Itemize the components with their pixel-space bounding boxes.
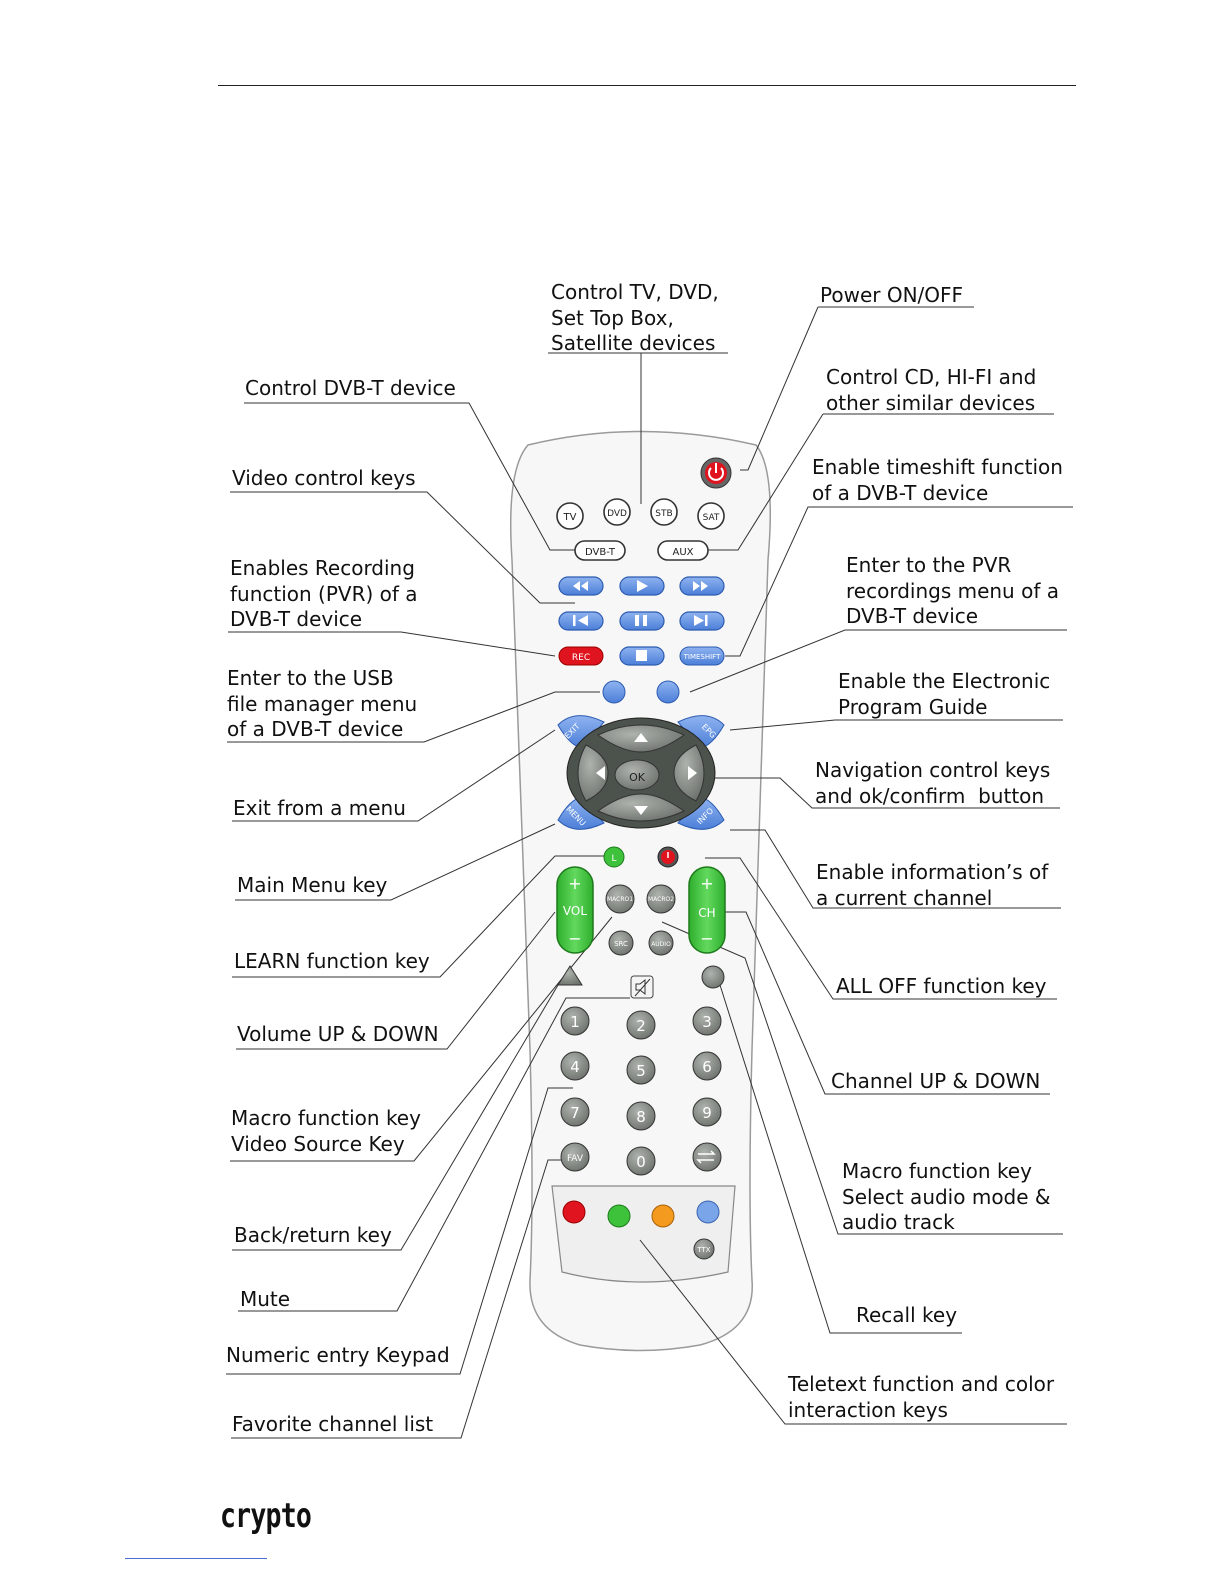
callout-favorite: Favorite channel list xyxy=(232,1412,434,1436)
header-rule xyxy=(218,85,1076,86)
callout-macro-audio: Macro function key Select audio mode & a… xyxy=(842,1159,1051,1234)
callout-control-tv: Control TV, DVD, Set Top Box, Satellite … xyxy=(551,280,719,355)
callout-macro-video: Macro function key Video Source Key xyxy=(231,1106,421,1156)
callout-power: Power ON/OFF xyxy=(820,283,964,307)
callout-epg: Enable the Electronic Program Guide xyxy=(838,669,1051,719)
learn-key[interactable]: L xyxy=(611,854,616,864)
footer-link-line xyxy=(125,1558,267,1559)
callout-exit: Exit from a menu xyxy=(233,796,406,820)
callout-channel: Channel UP & DOWN xyxy=(831,1069,1041,1093)
callout-control-dvbt: Control DVB-T device xyxy=(245,376,456,400)
callout-usb: Enter to the USB file manager menu of a … xyxy=(227,666,418,741)
sat-key[interactable]: SAT xyxy=(703,513,720,523)
rec-key[interactable]: REC xyxy=(572,653,590,663)
callout-back: Back/return key xyxy=(234,1223,392,1247)
callout-recall: Recall key xyxy=(856,1303,958,1327)
vol-label: VOL xyxy=(563,904,587,918)
digit-5-key[interactable]: 5 xyxy=(636,1062,646,1080)
numeric-keypad xyxy=(560,1006,722,1176)
callout-timeshift: Enable timeshift function of a DVB-T dev… xyxy=(812,455,1063,505)
callout-info: Enable information’s of a current channe… xyxy=(816,860,1049,910)
callout-teletext: Teletext function and color interaction … xyxy=(788,1372,1055,1422)
volume-up-key[interactable]: + xyxy=(568,874,581,893)
macro2-key[interactable]: MACRO2 xyxy=(648,896,674,903)
blue-key[interactable] xyxy=(696,1200,720,1224)
digit-2-key[interactable]: 2 xyxy=(636,1017,646,1035)
dvd-key[interactable]: DVD xyxy=(607,509,627,519)
nav-cluster: EXIT EPG MENU INFO OK xyxy=(557,715,725,830)
tv-key[interactable]: TV xyxy=(563,512,577,523)
digit-9-key[interactable]: 9 xyxy=(702,1104,712,1122)
pvr-key[interactable] xyxy=(656,680,680,704)
channel-up-key[interactable]: + xyxy=(700,874,713,893)
digit-7-key[interactable]: 7 xyxy=(570,1104,580,1122)
digit-4-key[interactable]: 4 xyxy=(570,1058,580,1076)
stb-key[interactable]: STB xyxy=(655,509,672,519)
callout-recording: Enables Recording function (PVR) of a DV… xyxy=(230,556,418,631)
return-icon xyxy=(696,1150,716,1164)
leader-lines xyxy=(226,306,1073,1439)
ttx-key[interactable]: TTX xyxy=(696,1246,710,1254)
digit-3-key[interactable]: 3 xyxy=(702,1013,712,1031)
ok-key[interactable]: OK xyxy=(629,771,646,784)
macro1-key[interactable]: MACRO1 xyxy=(607,896,633,903)
digit-8-key[interactable]: 8 xyxy=(636,1108,646,1126)
red-key[interactable] xyxy=(562,1200,586,1224)
digit-6-key[interactable]: 6 xyxy=(702,1058,712,1076)
callout-all-off: ALL OFF function key xyxy=(836,974,1047,998)
color-key-panel xyxy=(551,1185,736,1283)
ch-label: CH xyxy=(698,906,715,920)
digit-0-key[interactable]: 0 xyxy=(636,1153,646,1171)
callout-volume: Volume UP & DOWN xyxy=(237,1022,439,1046)
timeshift-key[interactable]: TIMESHIFT xyxy=(683,653,721,661)
orange-key[interactable] xyxy=(651,1204,675,1228)
callout-keypad: Numeric entry Keypad xyxy=(226,1343,450,1367)
callout-video-keys: Video control keys xyxy=(232,466,416,490)
brand-logo: crypto xyxy=(220,1496,312,1536)
fav-key[interactable]: FAV xyxy=(567,1154,584,1164)
dvbt-key[interactable]: DVB-T xyxy=(585,547,616,558)
video-key-icons xyxy=(573,580,708,661)
volume-down-key[interactable]: − xyxy=(568,929,581,948)
audio-key[interactable]: AUDIO xyxy=(651,941,671,948)
green-key[interactable] xyxy=(607,1204,631,1228)
channel-down-key[interactable]: − xyxy=(700,929,713,948)
usb-key[interactable] xyxy=(602,680,626,704)
callout-control-cd: Control CD, HI-FI and other similar devi… xyxy=(826,365,1037,415)
src-key[interactable]: SRC xyxy=(614,940,628,948)
callout-mute: Mute xyxy=(240,1287,291,1311)
aux-key[interactable]: AUX xyxy=(672,547,693,558)
recall-key[interactable] xyxy=(701,965,725,989)
callout-main-menu: Main Menu key xyxy=(237,873,388,897)
callout-navigation: Navigation control keys and ok/confirm b… xyxy=(815,758,1051,808)
callout-pvr-menu: Enter to the PVR recordings menu of a DV… xyxy=(846,553,1059,628)
digit-1-key[interactable]: 1 xyxy=(570,1013,580,1031)
back-key[interactable] xyxy=(557,965,583,986)
callout-learn: LEARN function key xyxy=(234,949,430,973)
